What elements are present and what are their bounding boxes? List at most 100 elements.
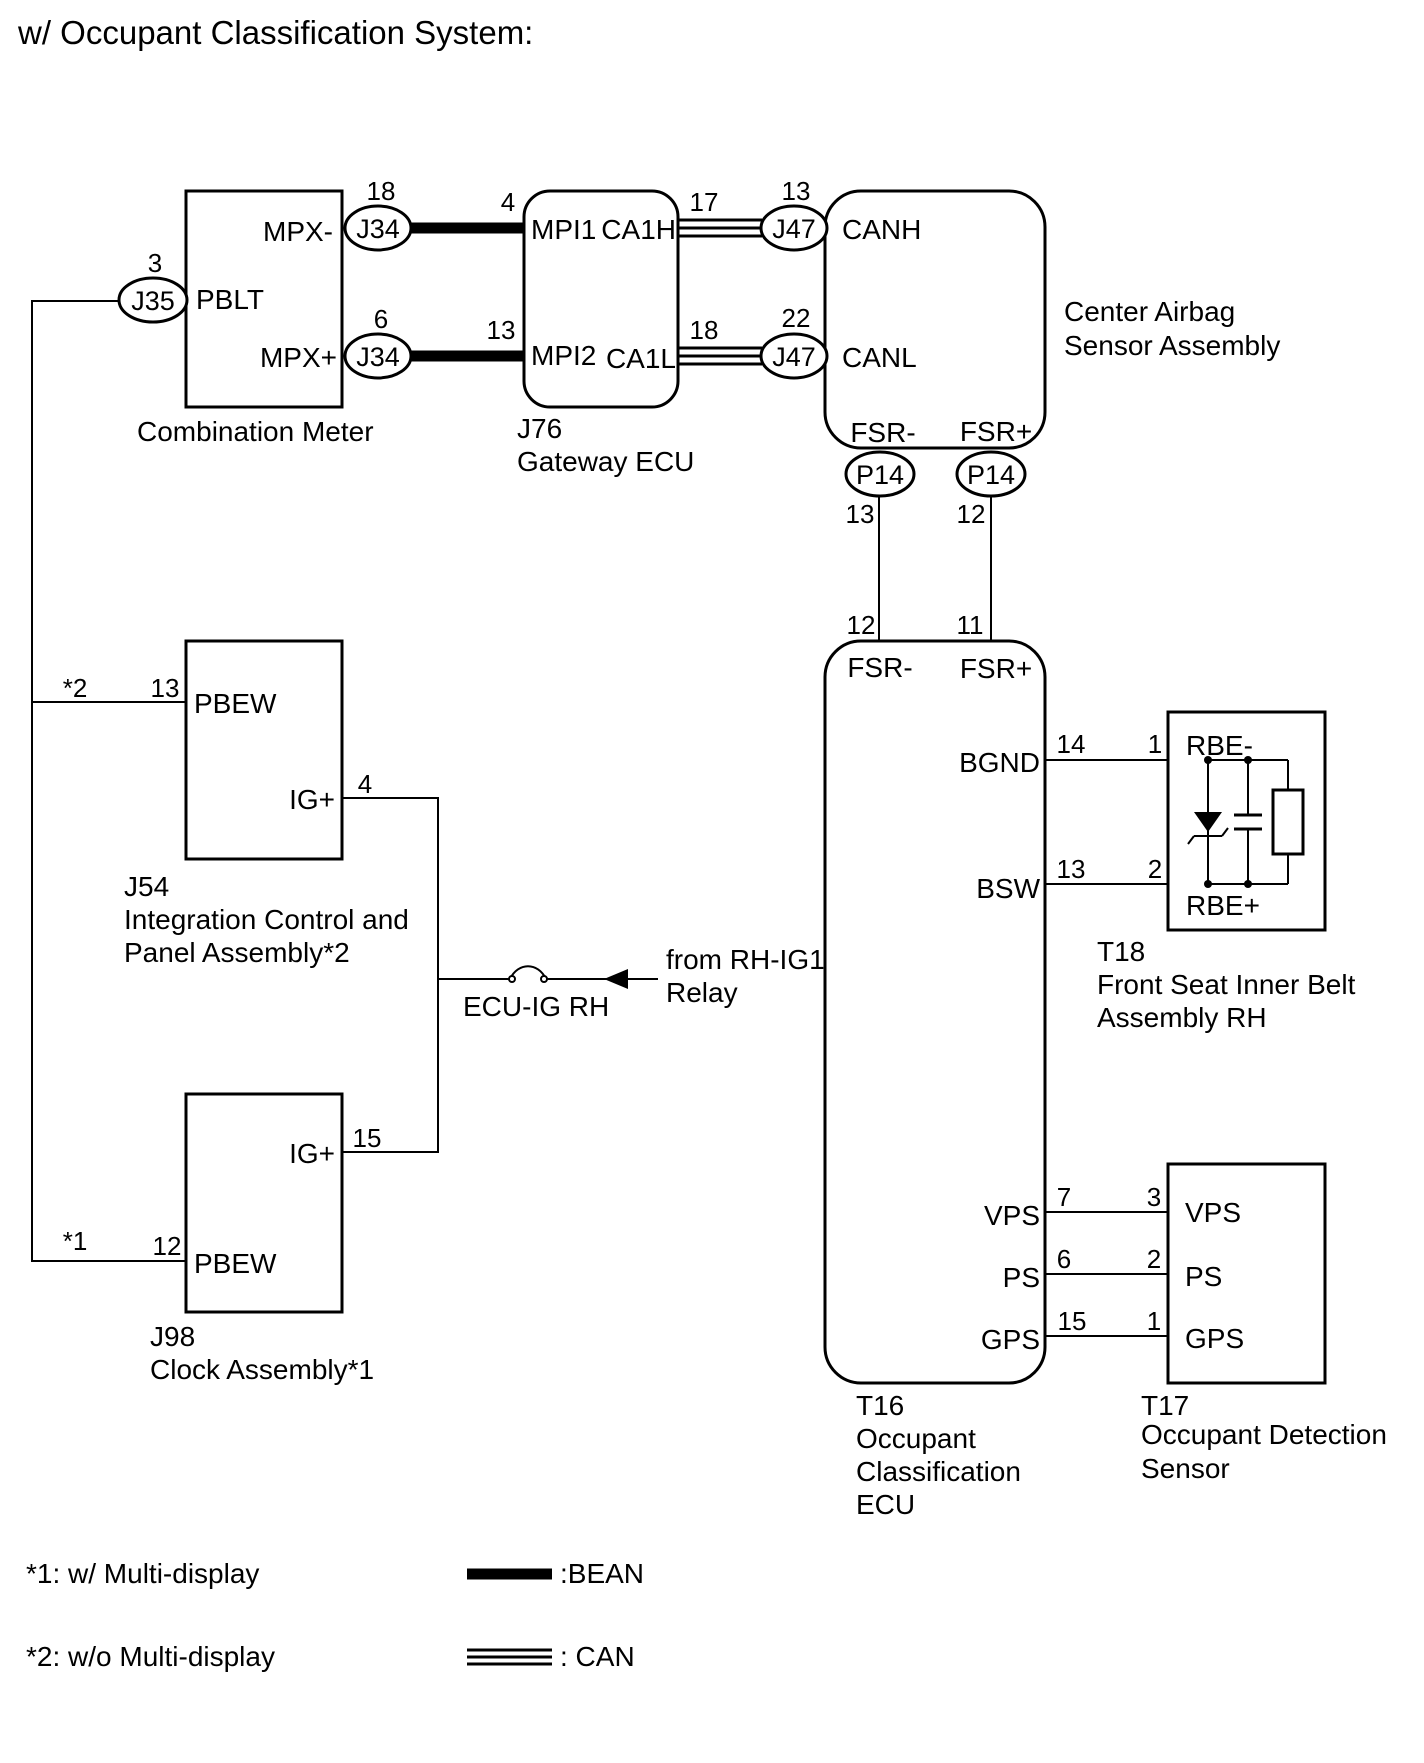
occupant-ecu-name-1: Occupant xyxy=(856,1423,976,1454)
terminal-ca1h: CA1H xyxy=(601,214,676,245)
fuse-label: ECU-IG RH xyxy=(463,991,609,1022)
svg-text:J34: J34 xyxy=(356,342,400,372)
pin-j54-pbew: 13 xyxy=(151,673,180,703)
fuse-terminal-left xyxy=(508,975,516,983)
connector-j34-top: J34 xyxy=(343,204,413,252)
detection-sensor-box xyxy=(1166,1162,1327,1385)
legend-bean-label: :BEAN xyxy=(560,1558,644,1589)
combination-meter-name: Combination Meter xyxy=(137,416,374,447)
pin-p14-left: 13 xyxy=(846,499,875,529)
terminal-ca1l: CA1L xyxy=(606,343,676,374)
occupant-ecu-name-2: Classification xyxy=(856,1456,1021,1487)
pin-ecu-bgnd: 14 xyxy=(1057,729,1086,759)
pin-ecu-ps: 6 xyxy=(1057,1244,1071,1274)
detection-sensor-name-2: Sensor xyxy=(1141,1453,1230,1484)
svg-text:J47: J47 xyxy=(772,342,816,372)
legend-can-swatch xyxy=(467,1648,552,1666)
footnote-2: *2: w/o Multi-display xyxy=(26,1641,275,1672)
terminal-pblt: PBLT xyxy=(196,284,264,315)
integration-control-name-2: Panel Assembly*2 xyxy=(124,937,350,968)
svg-text:J34: J34 xyxy=(356,214,400,244)
occupant-ecu-box xyxy=(823,639,1047,1385)
branch-note-2: *2 xyxy=(63,673,88,703)
connector-j34-bottom: J34 xyxy=(343,332,413,380)
connector-p14-left: P14 xyxy=(844,450,916,498)
terminal-canh: CANH xyxy=(842,214,921,245)
fuse-terminal-right xyxy=(540,975,548,983)
pin-ecu-gps: 15 xyxy=(1058,1306,1087,1336)
clock-assembly-name: Clock Assembly*1 xyxy=(150,1354,374,1385)
terminal-mpi2: MPI2 xyxy=(531,340,596,371)
terminal-canl: CANL xyxy=(842,342,917,373)
terminal-j54-pbew: PBEW xyxy=(194,688,277,719)
integration-control-box xyxy=(184,639,344,861)
pin-j98-ig: 15 xyxy=(353,1123,382,1153)
terminal-bsw: BSW xyxy=(976,873,1040,904)
pin-gw-ca1h: 17 xyxy=(690,187,719,217)
power-source-1: from RH-IG1 xyxy=(666,944,825,975)
pin-gw-mpi1: 4 xyxy=(501,187,515,217)
terminal-j54-ig-plus: IG+ xyxy=(289,784,335,815)
connector-j47-bottom: J47 xyxy=(759,332,829,380)
terminal-mpx-minus: MPX- xyxy=(263,216,333,247)
svg-text:J47: J47 xyxy=(772,214,816,244)
can-line-bottom xyxy=(677,346,762,366)
pin-sensor-ps: 2 xyxy=(1147,1244,1161,1274)
pin-j98-pbew: 12 xyxy=(153,1231,182,1261)
pin-ecu-fsr-plus: 11 xyxy=(957,610,984,640)
terminal-ecu-fsr-minus: FSR- xyxy=(847,652,912,683)
integration-control-code: J54 xyxy=(124,871,169,902)
center-airbag-name-1: Center Airbag xyxy=(1064,296,1235,327)
inner-belt-name-1: Front Seat Inner Belt xyxy=(1097,969,1356,1000)
ig-plus-wire xyxy=(343,797,439,1153)
pin-ecu-vps: 7 xyxy=(1057,1182,1071,1212)
integration-control-name-1: Integration Control and xyxy=(124,904,409,935)
pin-gw-mpi2: 13 xyxy=(487,315,516,345)
terminal-airbag-fsr-plus: FSR+ xyxy=(960,416,1032,447)
connector-j47-top: J47 xyxy=(759,204,829,252)
svg-text:P14: P14 xyxy=(856,460,904,490)
clock-assembly-box xyxy=(184,1092,344,1314)
terminal-ecu-fsr-plus: FSR+ xyxy=(960,653,1032,684)
terminal-bgnd: BGND xyxy=(959,747,1040,778)
occupant-ecu-code: T16 xyxy=(856,1390,904,1421)
svg-text:P14: P14 xyxy=(967,460,1015,490)
terminal-sensor-ps: PS xyxy=(1185,1261,1222,1292)
can-line-top xyxy=(677,218,762,238)
footnote-1: *1: w/ Multi-display xyxy=(26,1558,259,1589)
connector-p14-right: P14 xyxy=(955,450,1027,498)
inner-belt-name-2: Assembly RH xyxy=(1097,1002,1267,1033)
svg-text:J35: J35 xyxy=(131,286,175,316)
pin-j34-bottom: 6 xyxy=(374,304,388,334)
gateway-ecu-code: J76 xyxy=(517,413,562,444)
occupant-ecu-name-3: ECU xyxy=(856,1489,915,1520)
terminal-j98-pbew: PBEW xyxy=(194,1248,277,1279)
pin-sensor-vps: 3 xyxy=(1147,1182,1161,1212)
connector-j35: J35 xyxy=(117,276,189,324)
terminal-mpx-plus: MPX+ xyxy=(260,342,337,373)
terminal-ecu-vps: VPS xyxy=(984,1200,1040,1231)
inner-belt-code: T18 xyxy=(1097,936,1145,967)
power-source-2: Relay xyxy=(666,977,738,1008)
pin-j47-bottom: 22 xyxy=(782,303,811,333)
pin-p14-right: 12 xyxy=(957,499,986,529)
pin-j47-top: 13 xyxy=(782,176,811,206)
detection-sensor-name-1: Occupant Detection xyxy=(1141,1419,1387,1450)
legend-can-label: : CAN xyxy=(560,1641,635,1672)
detection-sensor-code: T17 xyxy=(1141,1390,1189,1421)
pin-j35: 3 xyxy=(148,248,162,278)
page-title: w/ Occupant Classification System: xyxy=(18,14,534,51)
pin-belt-rbe-minus: 1 xyxy=(1148,729,1162,759)
terminal-j98-ig-plus: IG+ xyxy=(289,1138,335,1169)
pin-j54-ig: 4 xyxy=(358,769,372,799)
pin-gw-ca1l: 18 xyxy=(690,315,719,345)
pblt-bus-wire xyxy=(31,300,186,1262)
terminal-mpi1: MPI1 xyxy=(531,214,596,245)
pin-j34-top: 18 xyxy=(367,176,396,206)
center-airbag-name-2: Sensor Assembly xyxy=(1064,330,1280,361)
terminal-sensor-gps: GPS xyxy=(1185,1323,1244,1354)
terminal-ecu-ps: PS xyxy=(1003,1262,1040,1293)
gateway-ecu-name: Gateway ECU xyxy=(517,446,694,477)
inner-belt-circuit xyxy=(1187,756,1305,888)
pin-sensor-gps: 1 xyxy=(1147,1306,1161,1336)
